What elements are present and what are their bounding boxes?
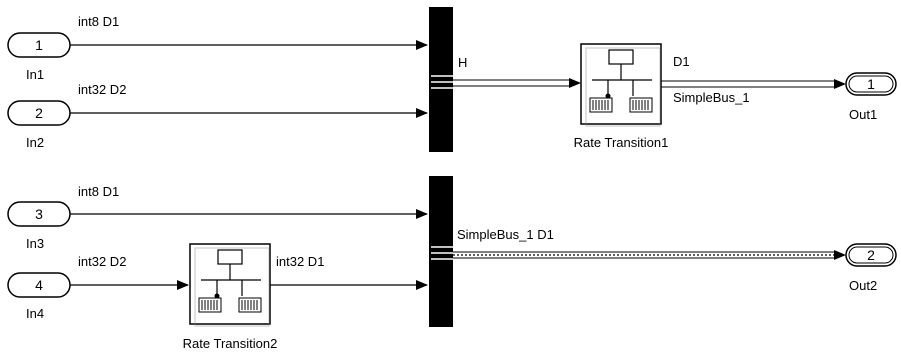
inport-1[interactable]: 1	[7, 32, 71, 58]
outport-2-name: Out2	[849, 278, 877, 293]
signal-label-rt1-bottom: SimpleBus_1	[673, 90, 750, 105]
inport-4-number: 4	[35, 277, 43, 293]
rate-transition-1[interactable]	[580, 43, 662, 127]
bus-creator-2[interactable]	[429, 176, 453, 327]
rate-transition-2[interactable]	[189, 243, 271, 327]
inport-3-name: In3	[26, 236, 44, 251]
signal-label-rt1-top: D1	[673, 54, 690, 69]
bus-creator-1[interactable]	[429, 7, 453, 152]
inport-2-number: 2	[35, 105, 43, 121]
inport-2-name: In2	[26, 135, 44, 150]
rate-transition-2-name: Rate Transition2	[183, 336, 278, 351]
outport-2-number: 2	[867, 247, 875, 263]
signal-label-in2: int32 D2	[78, 82, 126, 97]
inport-4[interactable]: 4	[7, 272, 71, 298]
inport-3[interactable]: 3	[7, 201, 71, 227]
signal-label-in3: int8 D1	[78, 184, 119, 199]
inport-4-name: In4	[26, 306, 44, 321]
sample-hold-icon	[198, 297, 262, 313]
inport-1-name: In1	[26, 67, 44, 82]
outport-2[interactable]: 2	[845, 243, 897, 267]
inport-2[interactable]: 2	[7, 100, 71, 126]
outport-1-name: Out1	[849, 107, 877, 122]
sample-hold-icon	[589, 97, 653, 113]
inport-3-number: 3	[35, 206, 43, 222]
signal-label-in1: int8 D1	[78, 14, 119, 29]
bus-line-1[interactable]	[453, 78, 581, 88]
signal-label-bus1-out: H	[458, 55, 467, 70]
signal-label-bus2-out: SimpleBus_1 D1	[457, 227, 554, 242]
signal-label-rt2-out: int32 D1	[276, 254, 324, 269]
bus-line-3[interactable]	[453, 250, 846, 260]
bus-line-2[interactable]	[661, 79, 846, 89]
outport-1-number: 1	[867, 76, 875, 92]
inport-1-number: 1	[35, 37, 43, 53]
outport-1[interactable]: 1	[845, 72, 897, 96]
rate-transition-1-name: Rate Transition1	[574, 135, 669, 150]
signal-label-in4: int32 D2	[78, 254, 126, 269]
